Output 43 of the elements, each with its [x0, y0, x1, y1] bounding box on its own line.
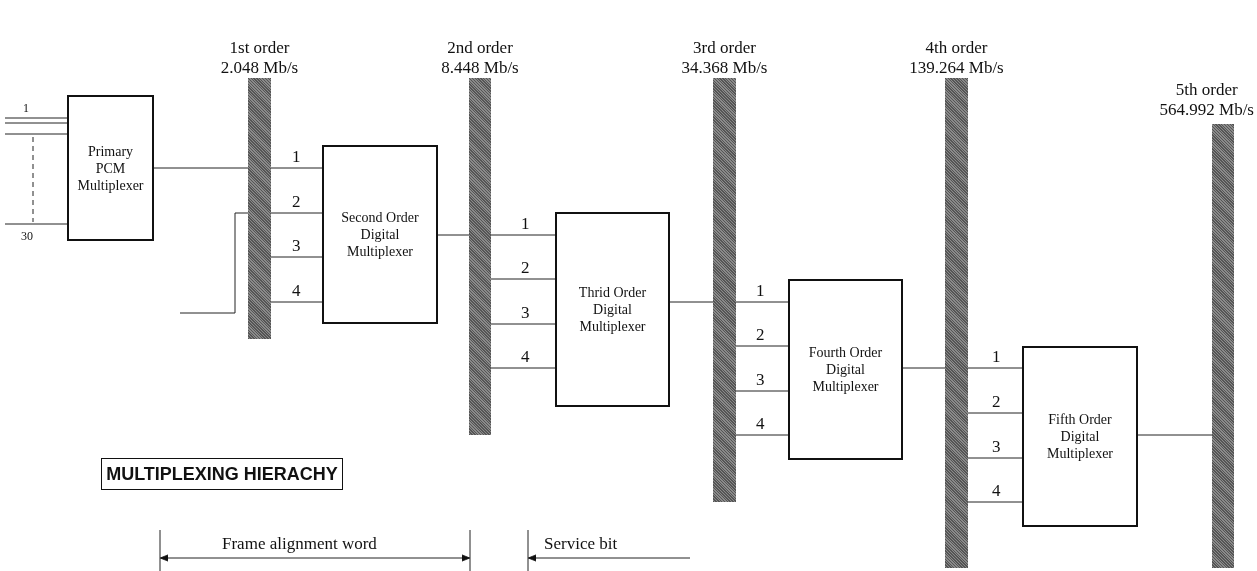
signal-line	[967, 501, 1023, 503]
signal-line	[967, 412, 1023, 414]
signal-line	[735, 345, 789, 347]
multiplexer-box: Primary PCM Multiplexer	[67, 95, 154, 241]
bar-title: 8.448 Mb/s	[441, 58, 519, 78]
signal-line	[490, 234, 556, 236]
signal-line	[967, 457, 1023, 459]
bar-title: 3rd order	[692, 38, 757, 58]
signal-line	[4, 223, 68, 225]
signal-line	[669, 301, 714, 303]
bar-title: 34.368 Mb/s	[681, 58, 768, 78]
bar-title: 2nd order	[446, 38, 514, 58]
multiplexer-box: Thrid Order Digital Multiplexer	[555, 212, 670, 407]
signal-line	[967, 367, 1023, 369]
signal-line	[1137, 434, 1213, 436]
multiplexer-box: Second Order Digital Multiplexer	[322, 145, 438, 324]
multiplexer-box: Fourth Order Digital Multiplexer	[788, 279, 903, 460]
signal-line	[490, 323, 556, 325]
signal-line	[4, 122, 68, 124]
bar-title: 139.264 Mb/s	[909, 58, 1004, 78]
signal-line	[4, 117, 68, 119]
signal-line	[735, 434, 789, 436]
signal-line	[270, 167, 323, 169]
bar-title: 4th order	[924, 38, 989, 58]
signal-line	[270, 301, 323, 303]
diagram-heading: MULTIPLEXING HIERACHY	[101, 458, 343, 490]
signal-line	[490, 367, 556, 369]
bar-title: 2.048 Mb/s	[220, 58, 299, 78]
signal-line	[179, 212, 249, 314]
signal-line	[437, 234, 470, 236]
bar-title: 1st order	[228, 38, 291, 58]
signal-line	[490, 278, 556, 280]
signal-line	[735, 390, 789, 392]
bar-title: 5th order	[1174, 80, 1239, 100]
dimension-label: Frame alignment word	[220, 534, 379, 554]
signal-line	[270, 212, 323, 214]
signal-line	[153, 167, 249, 169]
signal-line	[735, 301, 789, 303]
signal-line	[902, 367, 946, 369]
multiplexer-box: Fifth Order Digital Multiplexer	[1022, 346, 1138, 527]
signal-line	[4, 133, 68, 135]
bar-title: 564.992 Mb/s	[1159, 100, 1254, 120]
signal-line	[270, 256, 323, 258]
